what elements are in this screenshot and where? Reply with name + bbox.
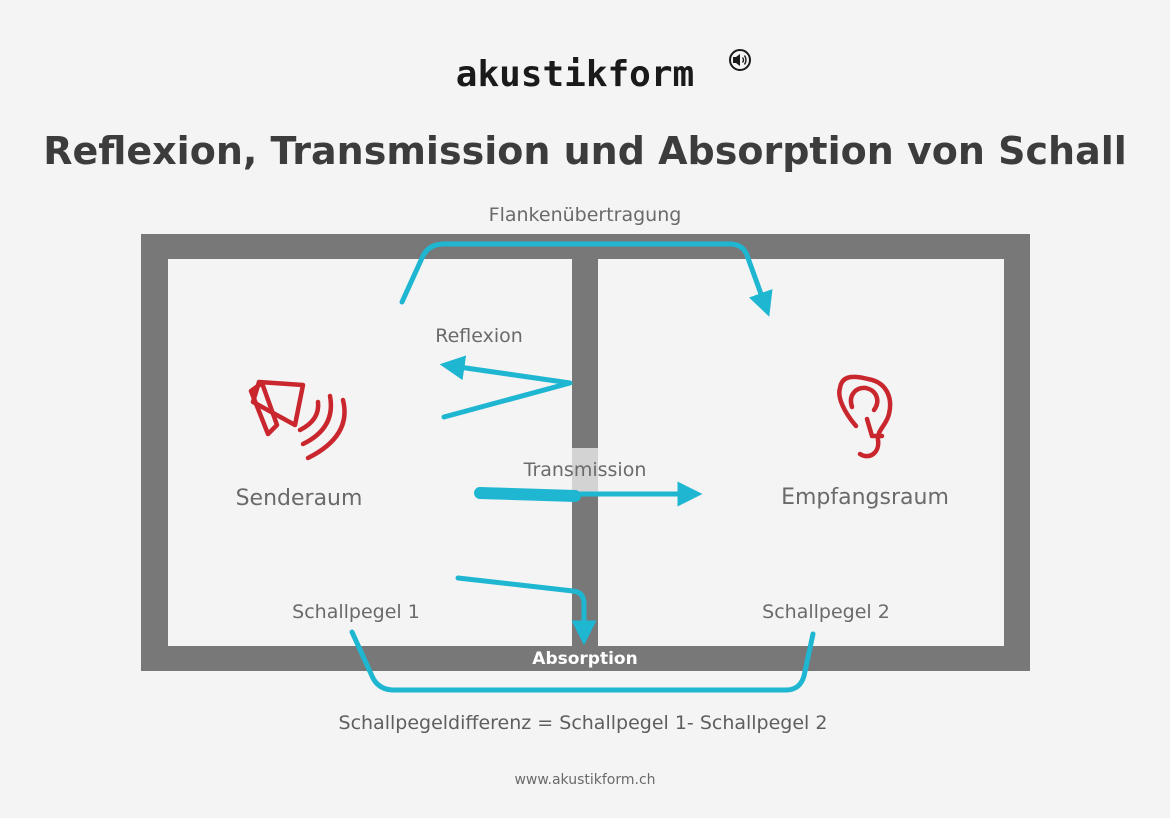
transmission-label: Transmission xyxy=(523,459,647,481)
flank-arrow xyxy=(399,241,773,317)
sender-room xyxy=(168,259,572,646)
loudspeaker-icon xyxy=(248,379,347,461)
absorption-arrow xyxy=(455,575,597,646)
ear-icon xyxy=(837,374,893,459)
footer-url: www.akustikform.ch xyxy=(514,772,655,788)
flank-transmission-label: Flankenübertragung xyxy=(489,204,682,226)
sound-level-1-label: Schallpegel 1 xyxy=(292,601,420,623)
level-difference-formula: Schallpegeldifferenz = Schallpegel 1- Sc… xyxy=(339,712,828,734)
receiver-room-label: Empfangsraum xyxy=(781,485,949,510)
absorption-label: Absorption xyxy=(532,649,637,669)
wall-transmission-section xyxy=(572,448,598,492)
reflection-label: Reflexion xyxy=(435,325,523,347)
speaker-circle-icon xyxy=(729,49,751,71)
receiver-room xyxy=(598,259,1004,646)
level-difference-bracket xyxy=(349,629,816,693)
sender-room-label: Senderaum xyxy=(236,486,363,511)
sound-level-2-label: Schallpegel 2 xyxy=(762,601,890,623)
page-title: Reflexion, Transmission und Absorption v… xyxy=(43,129,1127,173)
transmission-arrow-incoming xyxy=(474,487,581,502)
reflection-arrow xyxy=(439,355,573,420)
logo-text: akustikform xyxy=(456,54,694,95)
